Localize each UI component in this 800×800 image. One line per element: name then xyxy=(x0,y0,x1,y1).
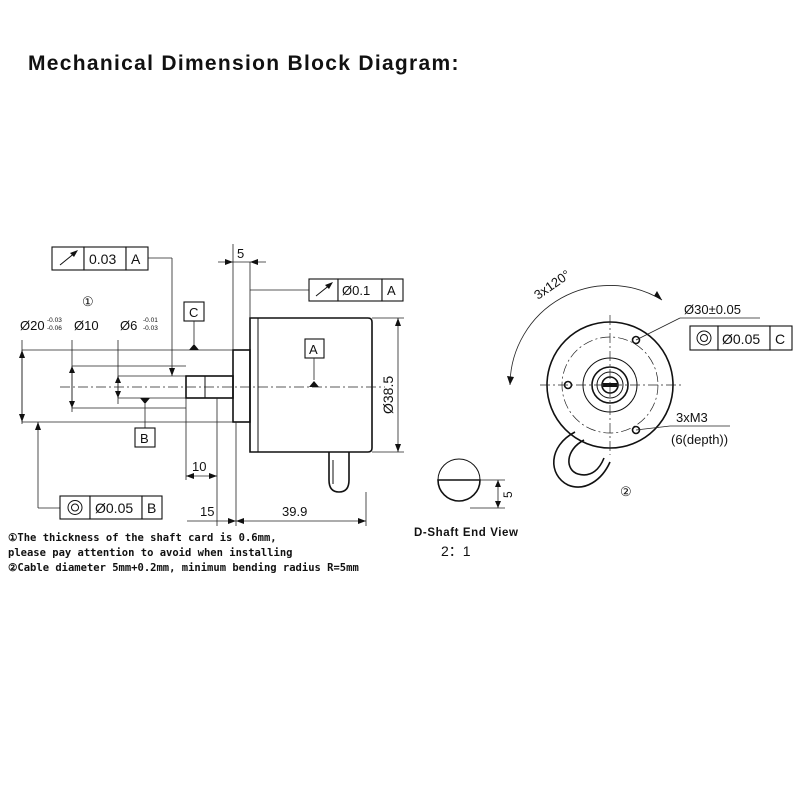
end-concentric-value-cell xyxy=(717,325,771,351)
arrow xyxy=(69,401,75,408)
concentricity-icon xyxy=(67,500,83,515)
dim-d6-tol-lower: -0.03 xyxy=(143,325,158,332)
runout-datum-cell xyxy=(125,246,149,271)
runout-shaft-datum: A xyxy=(131,251,141,267)
note-line-3: ②Cable diameter 5mm+0.2mm, minimum bendi… xyxy=(8,562,359,574)
pilot-hub xyxy=(232,349,251,423)
runout-face-datum: A xyxy=(387,283,396,298)
dim-d10-label: Ø10 xyxy=(74,318,99,333)
arrow xyxy=(35,422,41,430)
leader xyxy=(635,425,671,431)
datum-b-triangle xyxy=(140,398,150,404)
dim-d20-tol-upper: -0.03 xyxy=(47,317,62,324)
angle-arc xyxy=(509,285,663,386)
runout-icon-arrow xyxy=(70,250,78,257)
concentricity-icon xyxy=(696,330,712,346)
arrow xyxy=(236,518,244,524)
arrow xyxy=(19,350,25,358)
concentric-symbol-cell xyxy=(59,495,91,520)
arrow xyxy=(654,291,662,300)
runout-face-value: Ø0.1 xyxy=(342,283,370,298)
arrow xyxy=(250,259,258,265)
hub-circle xyxy=(591,366,629,404)
dim-len5-top: 5 xyxy=(237,246,244,261)
arrow xyxy=(115,376,121,383)
arrow xyxy=(169,368,175,376)
dim-len39-9: 39.9 xyxy=(282,504,307,519)
note1-marker: ① xyxy=(82,294,94,309)
arrow xyxy=(209,473,217,479)
note-line-2: please pay attention to avoid when insta… xyxy=(8,547,293,559)
face-runout-datum-cell xyxy=(381,278,404,302)
datum-b-box xyxy=(134,427,156,448)
dim-holes: 3xM3 xyxy=(676,410,708,425)
arrow xyxy=(495,480,501,487)
shaft-flat-mark xyxy=(603,383,617,387)
cable-inner xyxy=(568,439,605,476)
arrow xyxy=(395,444,401,452)
arrow xyxy=(19,414,25,422)
leader xyxy=(635,317,681,341)
encoder-body-outline xyxy=(249,317,373,453)
arrow xyxy=(495,501,501,508)
datum-c-label: C xyxy=(189,305,198,320)
end-concentric-symbol-cell xyxy=(689,325,719,351)
dim-len10: 10 xyxy=(192,459,206,474)
cable-outer xyxy=(553,431,611,488)
concentric-end-value: Ø0.05 xyxy=(722,331,760,347)
dim-dshaft-flat: 5 xyxy=(501,491,515,498)
dim-hole-depth: (6(depth)) xyxy=(671,432,728,447)
side-view: Ø20 -0.03 -0.06 Ø10 Ø6 -0.01 -0.03 ① 0.0… xyxy=(19,244,404,526)
arrow xyxy=(358,518,366,524)
dim-d6-label: Ø6 xyxy=(120,318,137,333)
arrow xyxy=(395,318,401,326)
concentricity-icon-inner xyxy=(700,334,708,342)
datum-c-triangle xyxy=(189,344,199,350)
arrow xyxy=(186,473,194,479)
mounting-hole xyxy=(631,335,641,345)
dim-angle: 3x120° xyxy=(531,267,573,303)
concentric-pilot-datum: B xyxy=(147,500,156,516)
end-concentric-datum-cell xyxy=(769,325,793,351)
dim-len15: 15 xyxy=(200,504,214,519)
runout-icon-arrow xyxy=(325,282,333,289)
dshaft-scale: 2：1 xyxy=(441,543,471,559)
datum-a-triangle xyxy=(309,381,319,387)
datum-a-label: A xyxy=(309,342,318,357)
dim-d38-5: Ø38.5 xyxy=(380,376,396,414)
page-title: Mechanical Dimension Block Diagram: xyxy=(28,52,460,75)
datum-b-label: B xyxy=(140,431,149,446)
mounting-hole xyxy=(631,425,641,435)
end-view: ② 3x120° Ø30±0.05 Ø0.05 C 3xM3 (6(depth)… xyxy=(507,267,793,499)
dshaft-arc-top xyxy=(437,458,481,481)
datum-a-box xyxy=(304,338,325,359)
note2-marker: ② xyxy=(620,484,632,499)
arrow xyxy=(69,366,75,373)
dshaft-profile xyxy=(437,479,481,502)
arrow xyxy=(507,376,514,385)
dshaft-label: D-Shaft End View xyxy=(414,527,519,539)
runout-shaft-value: 0.03 xyxy=(89,251,116,267)
concentric-end-datum: C xyxy=(775,331,785,347)
arrow xyxy=(228,518,236,524)
dim-d6-tol-upper: -0.01 xyxy=(143,317,158,324)
note-line-1: ①The thickness of the shaft card is 0.6m… xyxy=(8,532,277,544)
concentric-datum-cell xyxy=(141,495,163,520)
concentric-pilot-value: Ø0.05 xyxy=(95,500,133,516)
concentricity-icon-inner xyxy=(71,503,79,512)
dshaft-view: 5 D-Shaft End View 2：1 xyxy=(414,458,519,559)
dim-d20-label: Ø20 xyxy=(20,318,45,333)
cable-gland xyxy=(328,452,350,493)
dim-d20-tol-lower: -0.06 xyxy=(47,325,62,332)
dim-d30: Ø30±0.05 xyxy=(684,302,741,317)
arrow xyxy=(115,391,121,398)
arrow xyxy=(225,259,233,265)
